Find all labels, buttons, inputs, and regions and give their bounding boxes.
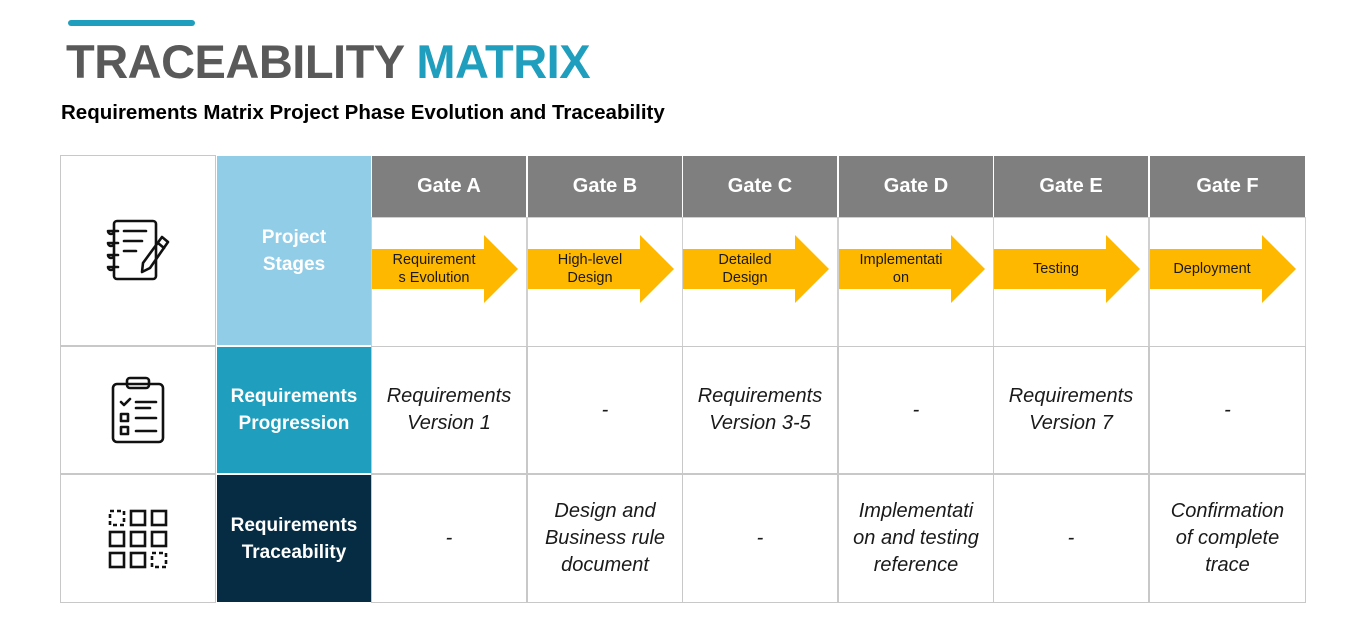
traceability-cell-a: -: [371, 474, 527, 603]
stage-arrow: Deployment: [1150, 235, 1296, 303]
gate-header-a: Gate A: [371, 155, 527, 218]
gate-header-b: Gate B: [527, 155, 683, 218]
page-title: TRACEABILITY MATRIX: [66, 34, 591, 90]
stage-label: Deployment: [1173, 261, 1251, 277]
label-line: Progression: [238, 413, 350, 434]
traceability-cell-e: -: [993, 474, 1149, 603]
stage-cell-f: Deployment: [1149, 217, 1306, 347]
gate-header-f: Gate F: [1149, 155, 1306, 218]
title-part-1: TRACEABILITY: [66, 35, 404, 88]
label-line: Traceability: [241, 541, 347, 563]
stage-cell-e: Testing: [993, 217, 1149, 347]
clipboard-checklist-icon: [111, 376, 165, 444]
title-part-2: MATRIX: [416, 35, 591, 88]
gate-header-d: Gate D: [838, 155, 994, 218]
page-subtitle: Requirements Matrix Project Phase Evolut…: [61, 101, 665, 124]
progression-cell-d: -: [838, 346, 994, 474]
label-line: Stages: [262, 253, 326, 275]
stage-label: Testing: [1033, 261, 1079, 277]
gate-header-c: Gate C: [682, 155, 838, 218]
label-line: Requirements: [230, 514, 358, 536]
notebook-pencil-icon: [106, 219, 170, 280]
progression-icon-cell: [60, 346, 216, 474]
label-line: Requirements: [230, 386, 358, 407]
stages-icon-cell: [60, 155, 216, 346]
gate-header-e: Gate E: [993, 155, 1149, 218]
title-accent-bar: [68, 20, 195, 26]
traceability-icon-cell: [60, 474, 216, 603]
progression-cell-f: -: [1149, 346, 1306, 474]
grid-squares-icon: [108, 509, 168, 568]
label-line: Project: [261, 226, 327, 248]
progression-cell-b: -: [527, 346, 683, 474]
stage-arrow: Testing: [994, 235, 1140, 303]
traceability-cell-c: -: [682, 474, 838, 603]
